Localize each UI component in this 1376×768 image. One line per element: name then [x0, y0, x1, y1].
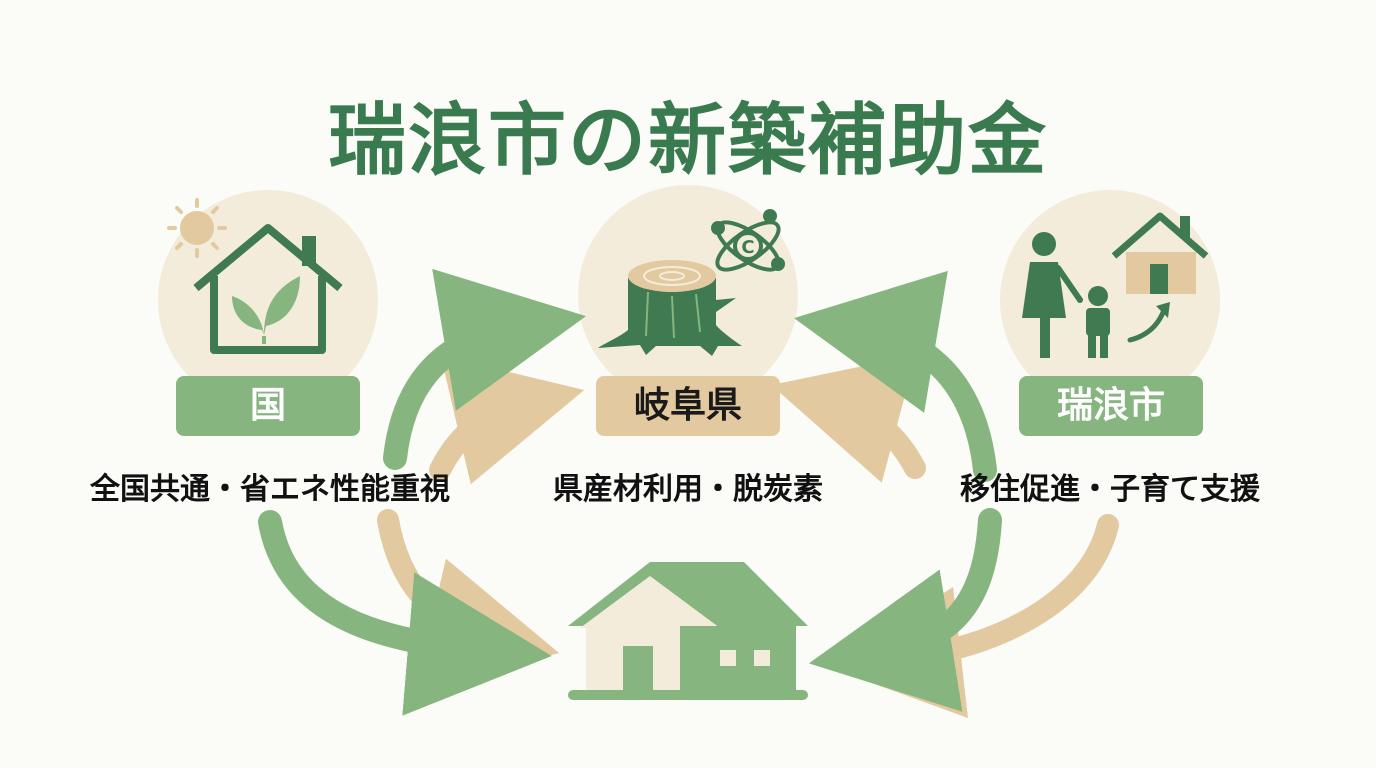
arrow-green-mizunami-to-house — [808, 508, 1002, 712]
description-mizunami: 移住促進・子育て支援 — [960, 472, 1260, 507]
description-gifu: 県産材利用・脱炭素 — [553, 472, 823, 507]
arrow-tan-right-to-gifu — [771, 355, 926, 483]
svg-text:C: C — [741, 237, 754, 258]
badge-kuni: 国 — [176, 376, 360, 436]
description-kuni: 全国共通・省エネ性能重視 — [90, 472, 450, 507]
family-relocation-icon — [1022, 212, 1209, 358]
arrow-green-kuni-to-gifu — [383, 268, 587, 470]
arrow-green-mizunami-to-gifu — [793, 270, 997, 482]
sun-icon — [167, 198, 227, 258]
arrow-green-kuni-to-house — [258, 510, 552, 716]
tree-stump-carbon-icon: C — [598, 209, 785, 356]
arrow-tan-left-to-house — [377, 509, 560, 688]
eco-house-icon — [167, 198, 343, 354]
arrow-tan-left-to-gifu — [429, 355, 585, 485]
carbon-atom-icon: C — [711, 209, 785, 272]
badge-gifu: 岐阜県 — [596, 376, 780, 436]
badge-mizunami: 瑞浪市 — [1019, 376, 1203, 436]
new-house-icon — [568, 562, 808, 700]
arrows — [258, 268, 1119, 719]
page-title: 瑞浪市の新築補助金 — [327, 96, 1048, 186]
